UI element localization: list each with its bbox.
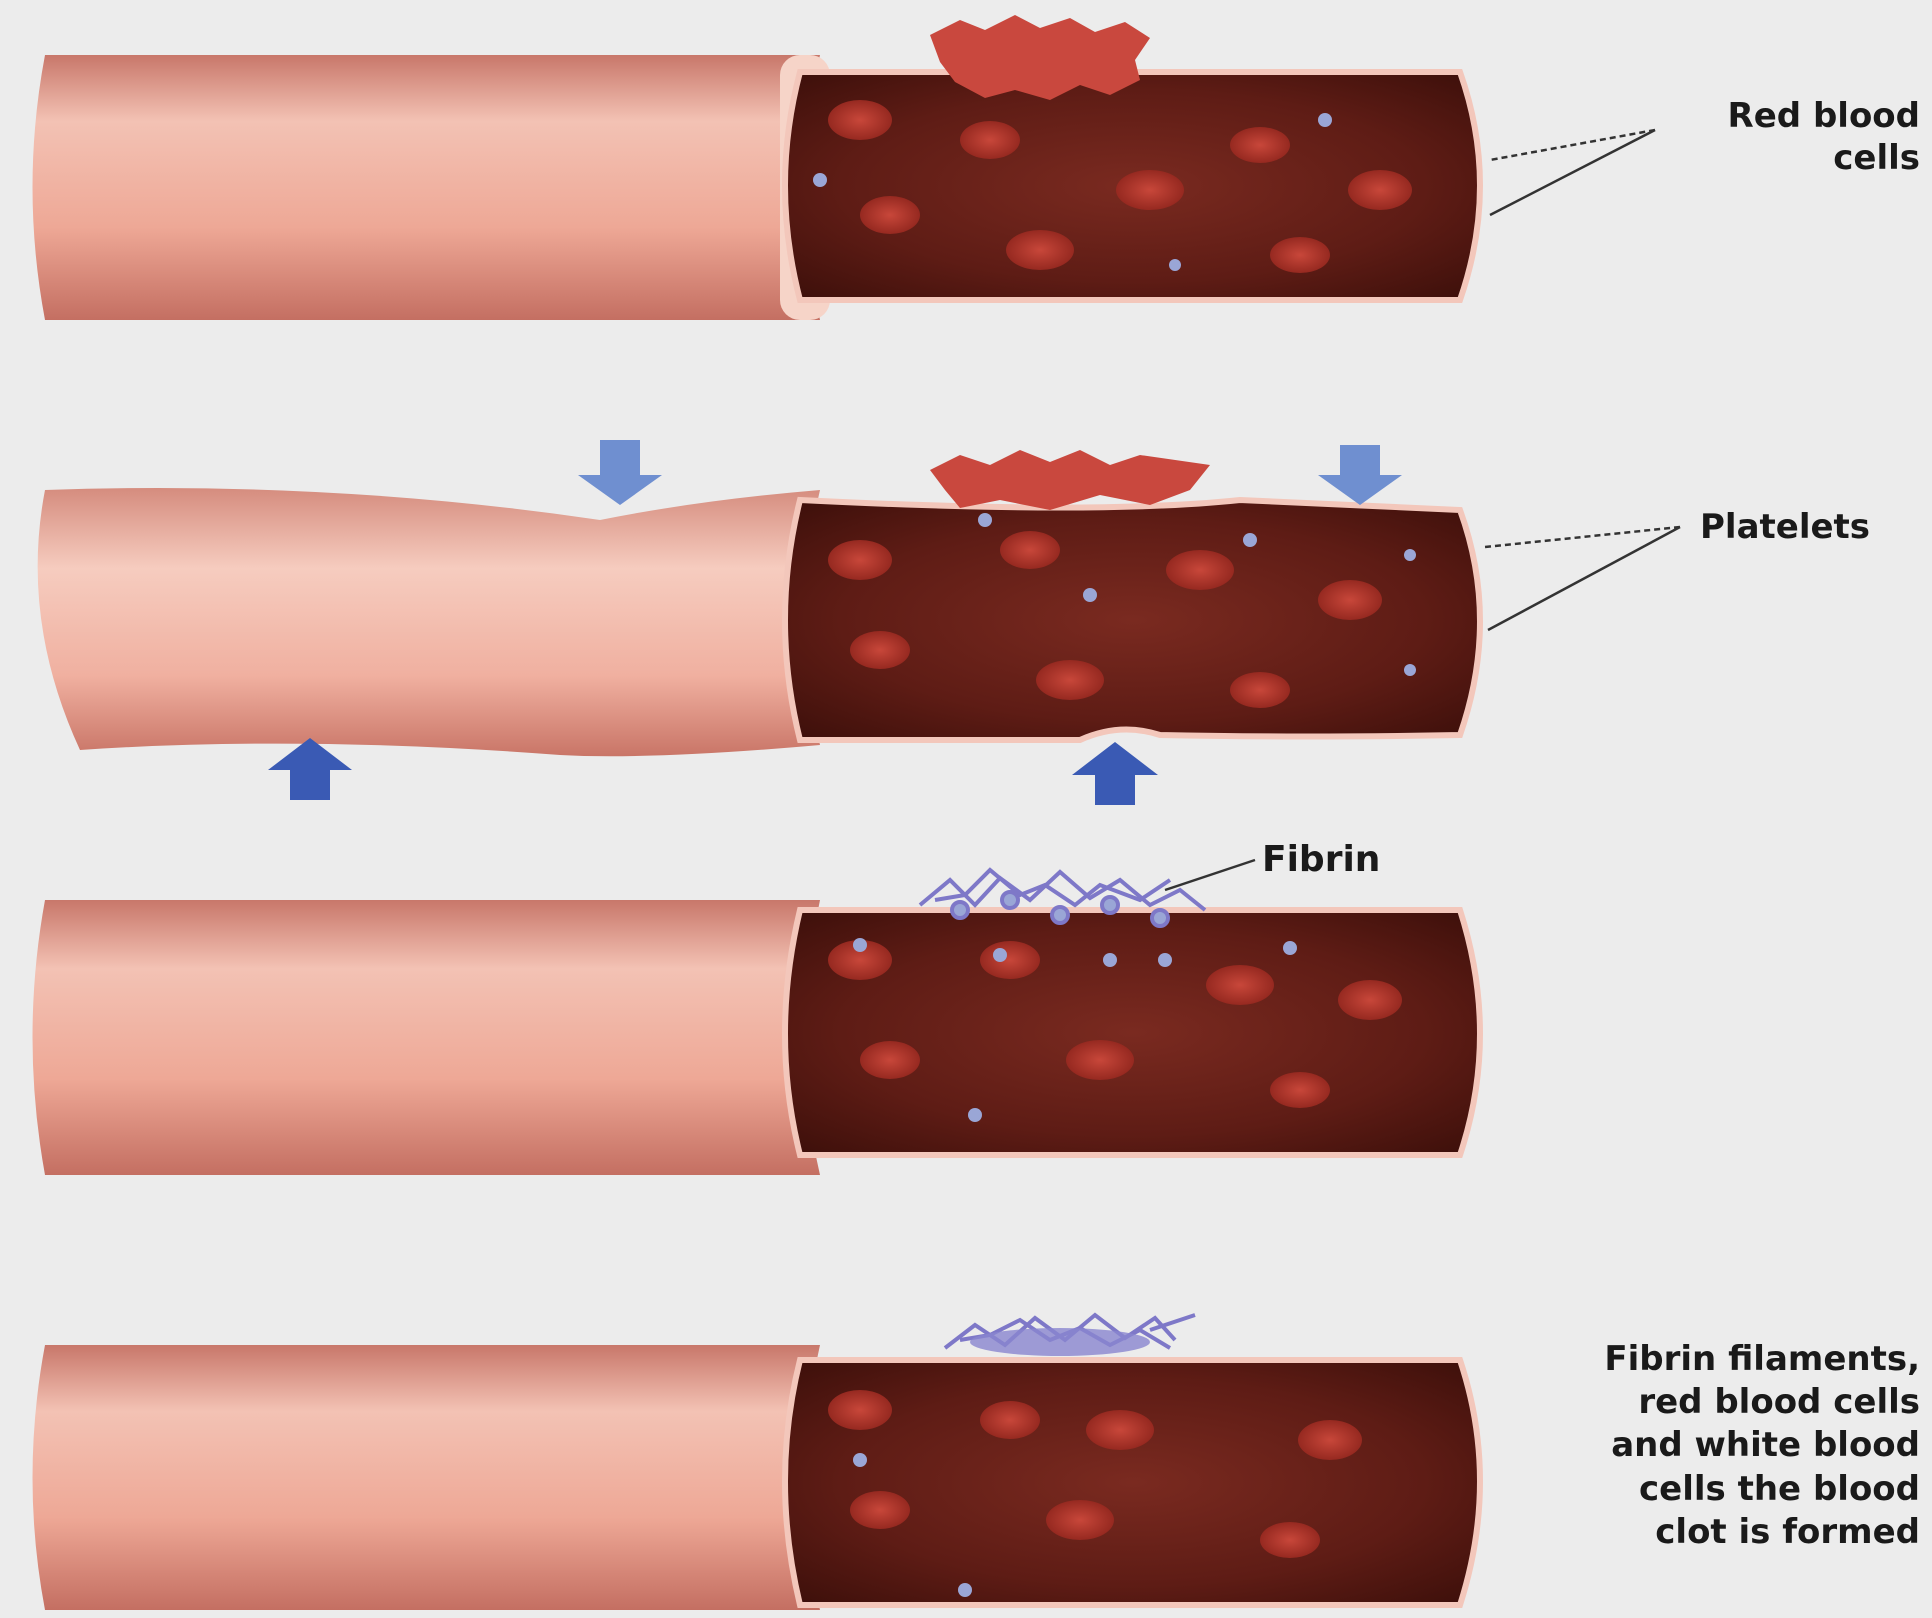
arrow-down-icon xyxy=(578,440,662,505)
vessel-lumen xyxy=(785,1360,1480,1605)
label-line: clot is formed xyxy=(1520,1511,1920,1554)
vessel-wall xyxy=(38,488,820,756)
leader-red-blood-cells xyxy=(1490,130,1655,160)
leader-fibrin xyxy=(1165,860,1255,890)
label-line: red blood cells xyxy=(1520,1381,1920,1424)
vessel-lumen xyxy=(785,910,1480,1155)
label-line: Platelets xyxy=(1700,507,1870,547)
vessel-wall xyxy=(33,1345,821,1610)
fibrin-clot xyxy=(945,1315,1195,1356)
vessel-stage-2 xyxy=(38,440,1480,805)
arrow-down-icon xyxy=(1318,445,1402,505)
label-line: cells xyxy=(1640,137,1920,179)
label-platelets: Platelets xyxy=(1700,506,1870,548)
label-line: Fibrin xyxy=(1262,839,1380,880)
label-line: cells the blood xyxy=(1520,1468,1920,1511)
vessel-wall xyxy=(33,55,821,320)
arrow-up-icon xyxy=(1072,742,1158,805)
label-line: Red blood xyxy=(1640,95,1920,137)
vessel-lumen xyxy=(785,500,1480,740)
vessel-stage-4 xyxy=(33,1315,1481,1610)
fibrin-platelet-cluster xyxy=(920,870,1205,926)
label-fibrin: Fibrin xyxy=(1262,838,1380,883)
leader-red-blood-cells xyxy=(1490,130,1655,215)
label-line: and white blood xyxy=(1520,1424,1920,1467)
leader-platelets xyxy=(1488,527,1680,630)
vessel-stage-1 xyxy=(33,15,1481,320)
arrow-up-icon xyxy=(268,738,352,800)
vessel-wall xyxy=(33,900,821,1175)
label-red-blood-cells: Red blood cells xyxy=(1640,95,1920,179)
label-clot-formed: Fibrin filaments, red blood cells and wh… xyxy=(1520,1338,1920,1554)
clot-plug xyxy=(930,450,1210,510)
label-line: Fibrin filaments, xyxy=(1520,1338,1920,1381)
vessel-stage-3 xyxy=(33,870,1481,1175)
